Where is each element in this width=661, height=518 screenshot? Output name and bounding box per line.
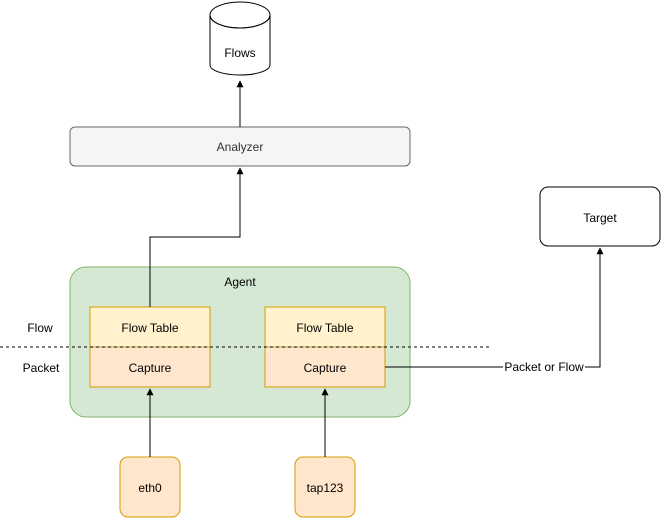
flow-table-label-1: Flow Table bbox=[121, 321, 178, 335]
flow-table-label-2: Flow Table bbox=[296, 321, 353, 335]
edge-label-bg bbox=[503, 359, 585, 374]
flow-layer-label: Flow bbox=[27, 321, 53, 335]
analyzer-label: Analyzer bbox=[217, 140, 264, 154]
eth0-label: eth0 bbox=[138, 481, 162, 495]
edge-label-packet-or-flow: Packet or Flow bbox=[504, 360, 584, 374]
tap123-label: tap123 bbox=[307, 481, 344, 495]
target-label: Target bbox=[583, 211, 617, 225]
capture-label-1: Capture bbox=[129, 361, 172, 375]
flow-table-box-2 bbox=[264, 306, 386, 348]
packet-layer-label: Packet bbox=[23, 361, 60, 375]
capture-label-2: Capture bbox=[304, 361, 347, 375]
flows-label: Flows bbox=[224, 46, 255, 60]
flow-table-box-1 bbox=[89, 306, 211, 348]
agent-label: Agent bbox=[224, 275, 256, 289]
target-box bbox=[539, 186, 661, 247]
edge-capture-to-target bbox=[385, 247, 604, 368]
edge-flowtable-to-analyzer bbox=[149, 167, 244, 307]
flows-database: Flows bbox=[209, 1, 271, 76]
